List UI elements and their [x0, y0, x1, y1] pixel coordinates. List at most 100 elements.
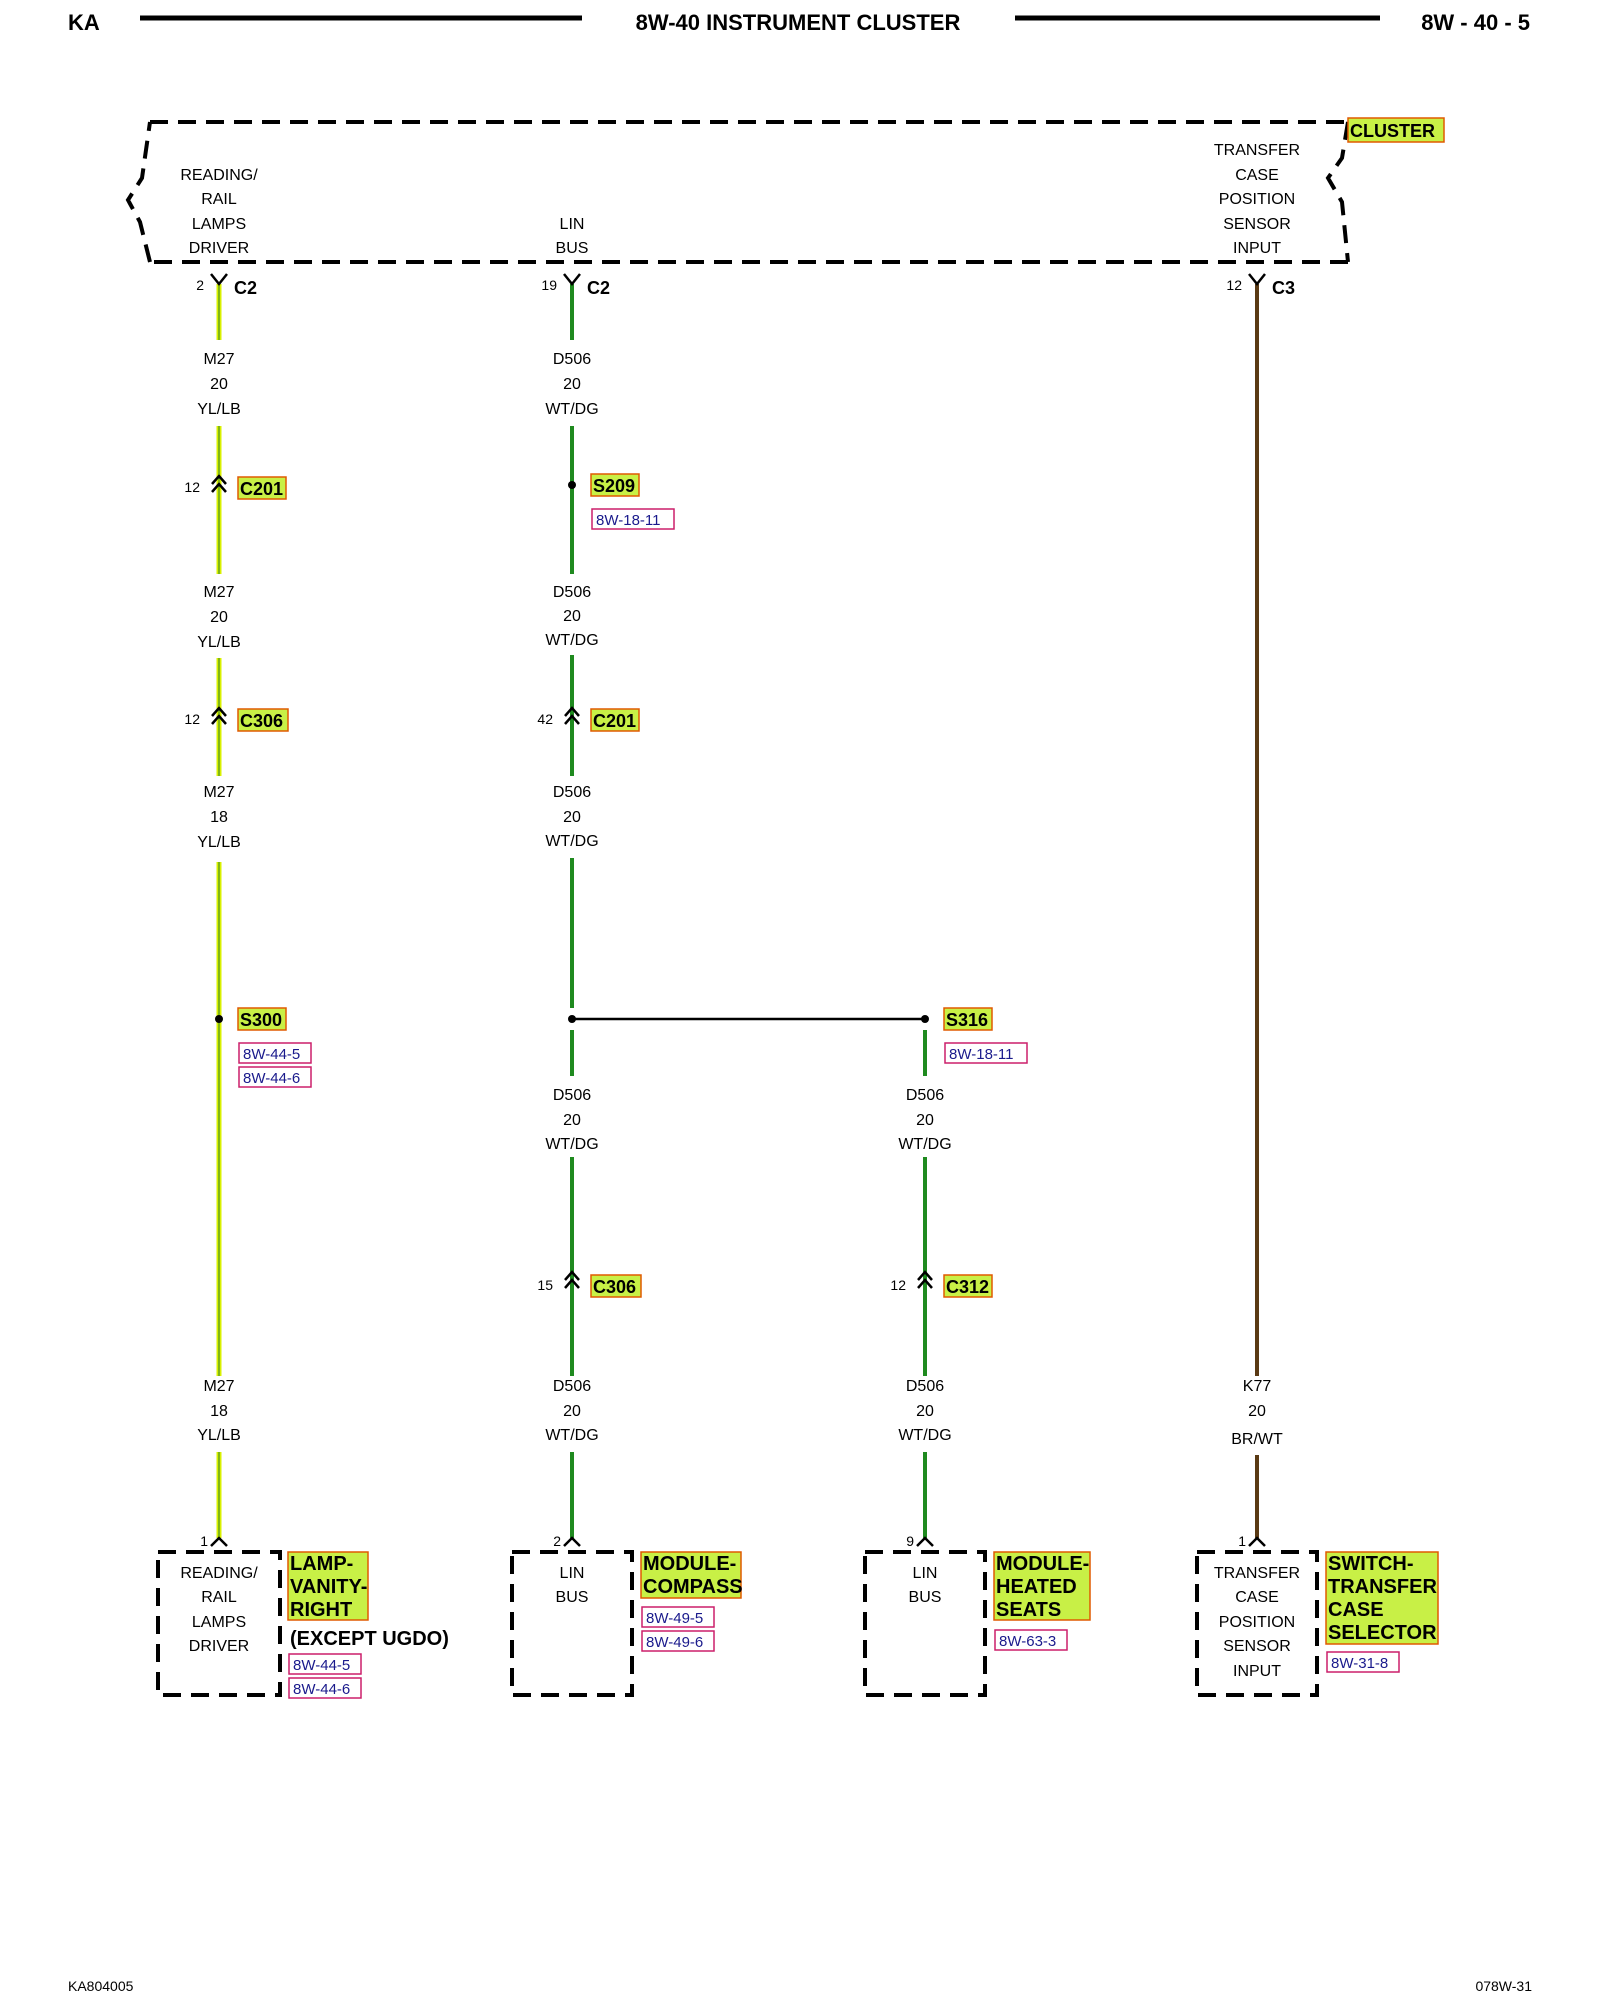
col2-w5-color: WT/DG [545, 1427, 598, 1444]
col2-top-pin: 19 [541, 277, 557, 293]
col1-w4-gauge: 18 [210, 1403, 228, 1420]
col3-component-box [863, 1550, 987, 1697]
circuit-d506-compass: 19 C2 D506 20 WT/DG S209 8W-18-11 D506 2… [510, 273, 925, 1697]
page-footer: KA804005 078W-31 [68, 1978, 1532, 1994]
col3-bottom-pin-symbol [916, 1536, 934, 1547]
col1-component-highlight [287, 1551, 369, 1621]
col2-w1-circuit: D506 [553, 351, 591, 368]
cluster-name-highlight [1347, 117, 1445, 143]
cluster-reading-line-2: RAIL [201, 191, 237, 208]
connector-c306-pin15-symbol [564, 1270, 580, 1289]
col2-w3-circuit: D506 [553, 784, 591, 801]
cluster-tc-line-2: CASE [1235, 167, 1279, 184]
col3-w2-gauge: 20 [916, 1403, 934, 1420]
col3-ref1[interactable]: 8W-63-3 [999, 1633, 1056, 1650]
header-left: KA [68, 10, 100, 35]
col3-c312: C312 [946, 1277, 989, 1297]
col4-component-line-3: CASE [1328, 1599, 1384, 1621]
col2-w1-color: WT/DG [545, 401, 598, 418]
col1-splice-ref2[interactable]: 8W-44-6 [243, 1070, 300, 1087]
cluster-lin-line-1: LIN [560, 216, 585, 233]
col1-bottom-pin: 1 [200, 1533, 208, 1549]
splice-s209-dot [568, 481, 576, 489]
col1-top-pin: 2 [196, 277, 204, 293]
col4-ref1-box[interactable] [1326, 1651, 1400, 1673]
col1-splice-ref1[interactable]: 8W-44-5 [243, 1046, 300, 1063]
col2-bottom-pin-symbol [563, 1536, 581, 1547]
col1-splice-highlight [237, 1007, 287, 1031]
col1-w4-color: YL/LB [197, 1427, 241, 1444]
cluster-tc-line-4: SENSOR [1223, 216, 1291, 233]
col3-component-line-2: HEATED [996, 1576, 1077, 1598]
col2-w4-circuit: D506 [553, 1087, 591, 1104]
col1-ref1[interactable]: 8W-44-5 [293, 1657, 350, 1674]
connector-c2-pin19-symbol [563, 273, 581, 287]
cluster-reading-line-3: LAMPS [192, 216, 246, 233]
col1-top-conn: C2 [234, 278, 257, 298]
circuit-m27: 2 C2 M27 20 YL/LB 12 C201 M27 20 YL/LB 1… [156, 273, 449, 1699]
col2-w2-circuit: D506 [553, 584, 591, 601]
col2-splice-ref[interactable]: 8W-18-11 [596, 512, 660, 529]
col2-ref1[interactable]: 8W-49-5 [646, 1610, 703, 1627]
col3-component-line-1: MODULE- [996, 1553, 1089, 1575]
col4-top-pin: 12 [1226, 277, 1242, 293]
col1-c201-highlight [237, 476, 287, 500]
col2-w5-gauge: 20 [563, 1403, 581, 1420]
col4-component-line-4: SELECTOR [1328, 1622, 1437, 1644]
col1-splice-ref2-box[interactable] [238, 1066, 312, 1088]
col1-ref2-box[interactable] [288, 1677, 362, 1699]
page-title: 8W-40 INSTRUMENT CLUSTER [636, 10, 961, 35]
col1-component-box [156, 1550, 282, 1697]
col1-component-line-3: RIGHT [290, 1599, 352, 1621]
col1-box-line-3: LAMPS [192, 1614, 246, 1631]
col1-c201-pin: 12 [184, 479, 200, 495]
col4-ref1[interactable]: 8W-31-8 [1331, 1655, 1388, 1672]
col2-component-highlight [640, 1551, 742, 1599]
cluster-tc-line-5: INPUT [1233, 240, 1281, 257]
col3-w1-color: WT/DG [898, 1136, 951, 1153]
cluster-lin-line-2: BUS [556, 240, 589, 257]
col3-bottom-pin: 9 [906, 1533, 914, 1549]
col2-splice-ref-box[interactable] [591, 508, 675, 530]
col3-splice-ref[interactable]: 8W-18-11 [949, 1046, 1013, 1063]
col1-ref1-box[interactable] [288, 1653, 362, 1675]
col3-box-line-1: LIN [913, 1565, 938, 1582]
col1-box-line-2: RAIL [201, 1589, 237, 1606]
connector-c312-symbol [917, 1270, 933, 1289]
col3-c312-highlight [943, 1274, 993, 1298]
col3-box-line-2: BUS [909, 1589, 942, 1606]
col1-bottom-pin-symbol [210, 1536, 228, 1547]
col2-w2-color: WT/DG [545, 632, 598, 649]
col3-ref1-box[interactable] [994, 1629, 1068, 1651]
col2-ref2[interactable]: 8W-49-6 [646, 1634, 703, 1651]
col3-w2-circuit: D506 [906, 1378, 944, 1395]
col1-ref2[interactable]: 8W-44-6 [293, 1681, 350, 1698]
col2-ref1-box[interactable] [641, 1606, 715, 1628]
col2-component-line-2: COMPASS [643, 1576, 743, 1598]
col2-w1-gauge: 20 [563, 376, 581, 393]
col3-component-line-3: SEATS [996, 1599, 1061, 1621]
col1-c306-pin: 12 [184, 711, 200, 727]
cluster-reading-line-4: DRIVER [189, 240, 249, 257]
footer-right: 078W-31 [1475, 1978, 1532, 1994]
splice-s300-dot [215, 1015, 223, 1023]
col4-w1-circuit: K77 [1243, 1378, 1272, 1395]
col2-w3-gauge: 20 [563, 809, 581, 826]
col4-component-line-1: SWITCH- [1328, 1553, 1414, 1575]
col2-c306: C306 [593, 1277, 636, 1297]
col2-w2-gauge: 20 [563, 608, 581, 625]
col4-box-line-4: SENSOR [1223, 1638, 1291, 1655]
col2-w3-color: WT/DG [545, 833, 598, 850]
col2-c306-pin: 15 [537, 1277, 553, 1293]
col4-w1-color: BR/WT [1231, 1431, 1283, 1448]
col1-splice-ref1-box[interactable] [238, 1042, 312, 1064]
cluster-tc-line-1: TRANSFER [1214, 142, 1300, 159]
col1-w1-circuit: M27 [203, 351, 234, 368]
col2-box-line-2: BUS [556, 1589, 589, 1606]
col2-ref2-box[interactable] [641, 1630, 715, 1652]
col3-splice-ref-box[interactable] [944, 1042, 1028, 1064]
col3-w2-color: WT/DG [898, 1427, 951, 1444]
col1-splice: S300 [240, 1010, 282, 1030]
col4-bottom-pin: 1 [1238, 1533, 1246, 1549]
